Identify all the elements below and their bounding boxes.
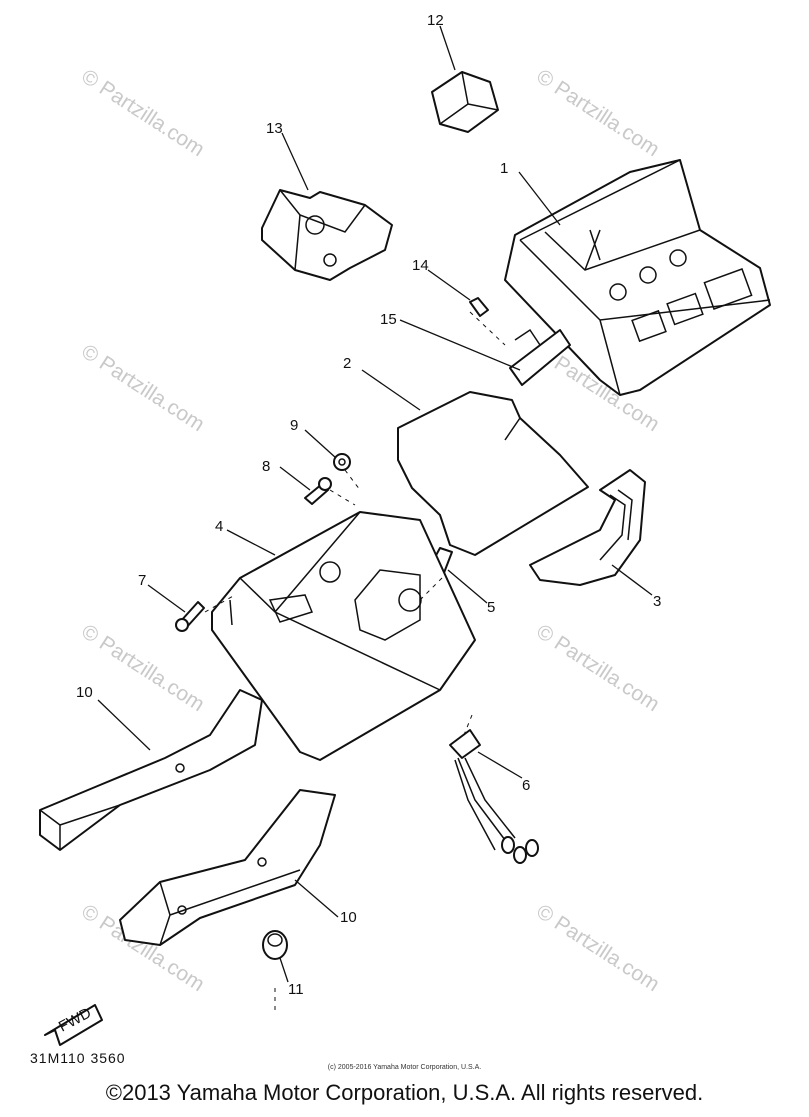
part-8-screw (304, 477, 332, 505)
part-4-housing (211, 511, 476, 761)
part-3-ribbon-cable (529, 469, 646, 586)
callout-1: 1 (500, 160, 508, 177)
callout-13: 13 (266, 120, 283, 137)
part-7-screw (175, 601, 205, 632)
part-15-connector (509, 328, 571, 386)
callout-11: 11 (288, 981, 304, 998)
copyright-notice: ©2013 Yamaha Motor Corporation, U.S.A. A… (105, 1080, 704, 1105)
watermark: © Partzilla.com (532, 65, 663, 161)
part-2-plate (397, 391, 589, 556)
drawing-code: 31M110 3560 (30, 1050, 126, 1066)
callout-9: 9 (290, 417, 298, 434)
watermark: © Partzilla.com (532, 620, 663, 716)
watermark: © Partzilla.com (77, 65, 208, 161)
callout-7: 7 (138, 572, 146, 589)
watermark: © Partzilla.com (77, 620, 208, 716)
fwd-arrow-icon: FWD (44, 1004, 103, 1046)
part-12-cap (431, 71, 499, 133)
part-14-pin (469, 297, 489, 317)
callouts: 1 2 3 4 5 6 7 8 9 10 10 11 12 13 14 15 (76, 12, 661, 998)
assembly-lines (204, 311, 506, 1010)
watermark: © Partzilla.com (77, 340, 208, 436)
callout-10-lower: 10 (340, 909, 357, 926)
part-11-grommet (262, 930, 288, 960)
callout-14: 14 (412, 257, 429, 274)
callout-10-upper: 10 (76, 684, 93, 701)
callout-4: 4 (215, 518, 223, 535)
watermark: © Partzilla.com (532, 900, 663, 996)
leader-lines (97, 25, 653, 983)
part-6-socket (449, 729, 539, 864)
part-10-upper-lever (39, 689, 263, 851)
small-copyright: (c) 2005-2016 Yamaha Motor Corporation, … (327, 1064, 482, 1071)
callout-8: 8 (262, 458, 270, 475)
callout-2: 2 (343, 355, 351, 372)
callout-5: 5 (487, 599, 495, 616)
callout-3: 3 (653, 593, 661, 610)
callout-6: 6 (522, 777, 530, 794)
part-10-lower-lever (119, 789, 336, 946)
part-13-bracket (261, 189, 393, 281)
callout-15: 15 (380, 311, 397, 328)
callout-12: 12 (427, 12, 444, 29)
part-9-nut (333, 453, 351, 471)
